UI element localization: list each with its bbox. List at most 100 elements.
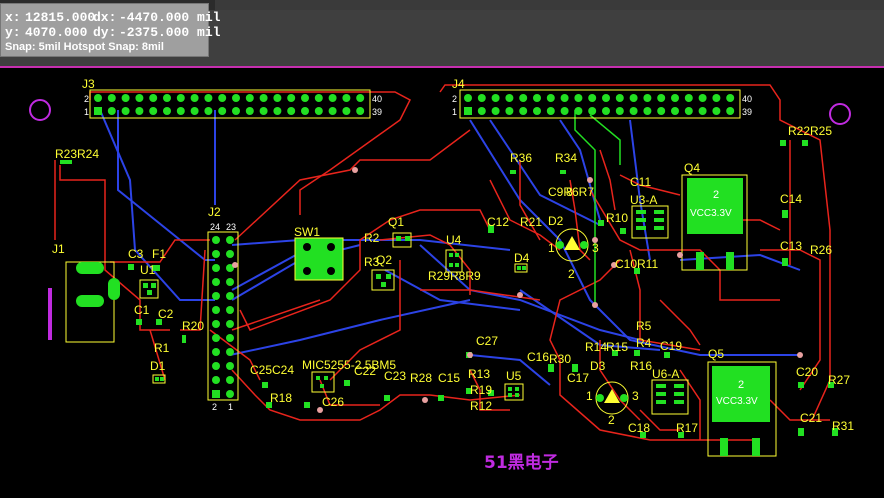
header-pad bbox=[273, 94, 282, 102]
pcb-layout[interactable]: J3 2 1 40 39 J4 2 1 40 39 J2 24 23 2 1 J… bbox=[0, 68, 884, 498]
part-label-r4: R4 bbox=[636, 336, 652, 350]
header-pad bbox=[328, 107, 337, 115]
part-label-c16: C16 bbox=[527, 350, 549, 364]
header-pad bbox=[212, 376, 220, 384]
header-pad bbox=[94, 94, 102, 102]
header-pad bbox=[226, 334, 234, 342]
vias bbox=[232, 167, 803, 413]
part-label-c10r11: C10R11 bbox=[615, 257, 658, 271]
part-label-c13: C13 bbox=[780, 239, 802, 253]
header-pad bbox=[629, 94, 638, 102]
header-pad bbox=[726, 94, 735, 102]
part-label-c18: C18 bbox=[628, 421, 650, 435]
header-pad bbox=[519, 107, 528, 115]
switch-sw1[interactable] bbox=[294, 237, 344, 281]
part-label-d3p1: 1 bbox=[586, 389, 593, 403]
j4-pin-1: 1 bbox=[452, 107, 457, 117]
header-pad bbox=[226, 348, 234, 356]
board-outline-top bbox=[0, 66, 884, 68]
part-label-sw1: SW1 bbox=[294, 225, 320, 239]
part-label-c2: C2 bbox=[158, 307, 174, 321]
mount-hole-left bbox=[29, 99, 51, 121]
label-q4: Q4 bbox=[684, 161, 700, 175]
part-label-u1: U1 bbox=[140, 263, 156, 277]
header-pad bbox=[232, 94, 240, 102]
header-pad bbox=[328, 94, 337, 102]
part-label-d2p2: 2 bbox=[568, 267, 575, 281]
toolbar-area: x: 12815.000 dx: -4470.000 mil y: 4070.0… bbox=[0, 0, 884, 66]
part-label-d2: D2 bbox=[548, 214, 564, 228]
header-pad bbox=[588, 107, 597, 115]
header-pad bbox=[218, 94, 227, 102]
connector-j2[interactable] bbox=[207, 231, 239, 401]
label-j4: J4 bbox=[452, 77, 465, 91]
part-label-c14: C14 bbox=[780, 192, 802, 206]
header-pad bbox=[477, 94, 486, 102]
header-pad bbox=[615, 107, 624, 115]
part-label-r12: R12 bbox=[470, 399, 492, 413]
label-q5: Q5 bbox=[708, 347, 724, 361]
header-pad bbox=[176, 107, 185, 115]
header-pad bbox=[314, 107, 323, 115]
x-label: x: bbox=[5, 10, 21, 25]
ic-u6a[interactable] bbox=[651, 379, 689, 415]
led-d3[interactable] bbox=[595, 381, 629, 415]
part-label-d1: D1 bbox=[150, 359, 166, 373]
header-pad bbox=[135, 94, 144, 102]
header-pad bbox=[259, 94, 268, 102]
dy-value: -2375.000 mil bbox=[119, 25, 221, 40]
header-pad bbox=[226, 320, 234, 328]
part-label-r1: R1 bbox=[154, 341, 170, 355]
header-pad bbox=[204, 107, 213, 115]
mount-hole-right bbox=[829, 103, 851, 125]
part-label-r14: R14 bbox=[585, 340, 607, 354]
part-label-q1: Q1 bbox=[388, 215, 404, 229]
header-pad bbox=[301, 94, 309, 102]
header-pad bbox=[226, 306, 234, 314]
header-pad bbox=[684, 107, 693, 115]
connector-j1[interactable] bbox=[48, 261, 120, 343]
part-label-c8: 8 bbox=[566, 185, 573, 199]
connector-j3[interactable] bbox=[89, 89, 371, 119]
ic-u3a[interactable] bbox=[631, 205, 669, 239]
part-label-r22r25: R22R25 bbox=[788, 124, 832, 138]
header-pad bbox=[546, 107, 555, 115]
header-pad bbox=[190, 94, 199, 102]
header-pad bbox=[212, 292, 220, 300]
header-pad bbox=[232, 107, 240, 115]
header-pad bbox=[588, 94, 597, 102]
part-label-q2: Q2 bbox=[376, 253, 392, 267]
j4-pin-39: 39 bbox=[742, 107, 752, 117]
header-pad bbox=[477, 107, 486, 115]
part-label-d3: D3 bbox=[590, 359, 606, 373]
part-label-r31: R31 bbox=[832, 419, 854, 433]
part-label-c19: C19 bbox=[660, 339, 682, 353]
regulator-q5[interactable] bbox=[707, 361, 777, 457]
header-pad bbox=[212, 236, 220, 244]
header-pad bbox=[671, 107, 679, 115]
q5-net: VCC3.3V bbox=[716, 396, 758, 407]
header-pad bbox=[533, 94, 541, 102]
part-label-d4: D4 bbox=[514, 251, 530, 265]
header-pad bbox=[698, 94, 707, 102]
header-pad bbox=[226, 278, 234, 286]
regulator-q4[interactable] bbox=[681, 174, 748, 271]
connector-j4[interactable] bbox=[459, 89, 741, 119]
j3-pin-40: 40 bbox=[372, 94, 382, 104]
part-label-r28: R28 bbox=[410, 371, 432, 385]
led-d2[interactable] bbox=[555, 228, 589, 262]
header-pad bbox=[546, 94, 555, 102]
pcb-canvas[interactable]: J3 2 1 40 39 J4 2 1 40 39 J2 24 23 2 1 J… bbox=[0, 68, 884, 498]
part-label-c26: C26 bbox=[322, 395, 344, 409]
header-pad bbox=[643, 107, 652, 115]
header-pad bbox=[491, 94, 500, 102]
label-j1: J1 bbox=[52, 242, 65, 256]
header-pad bbox=[698, 107, 707, 115]
part-label-u5: U5 bbox=[506, 369, 522, 383]
header-pad bbox=[519, 94, 528, 102]
header-pad bbox=[712, 107, 721, 115]
header-pad bbox=[163, 94, 171, 102]
part-label-r23r24: R23R24 bbox=[55, 147, 99, 161]
header-pad bbox=[657, 94, 666, 102]
